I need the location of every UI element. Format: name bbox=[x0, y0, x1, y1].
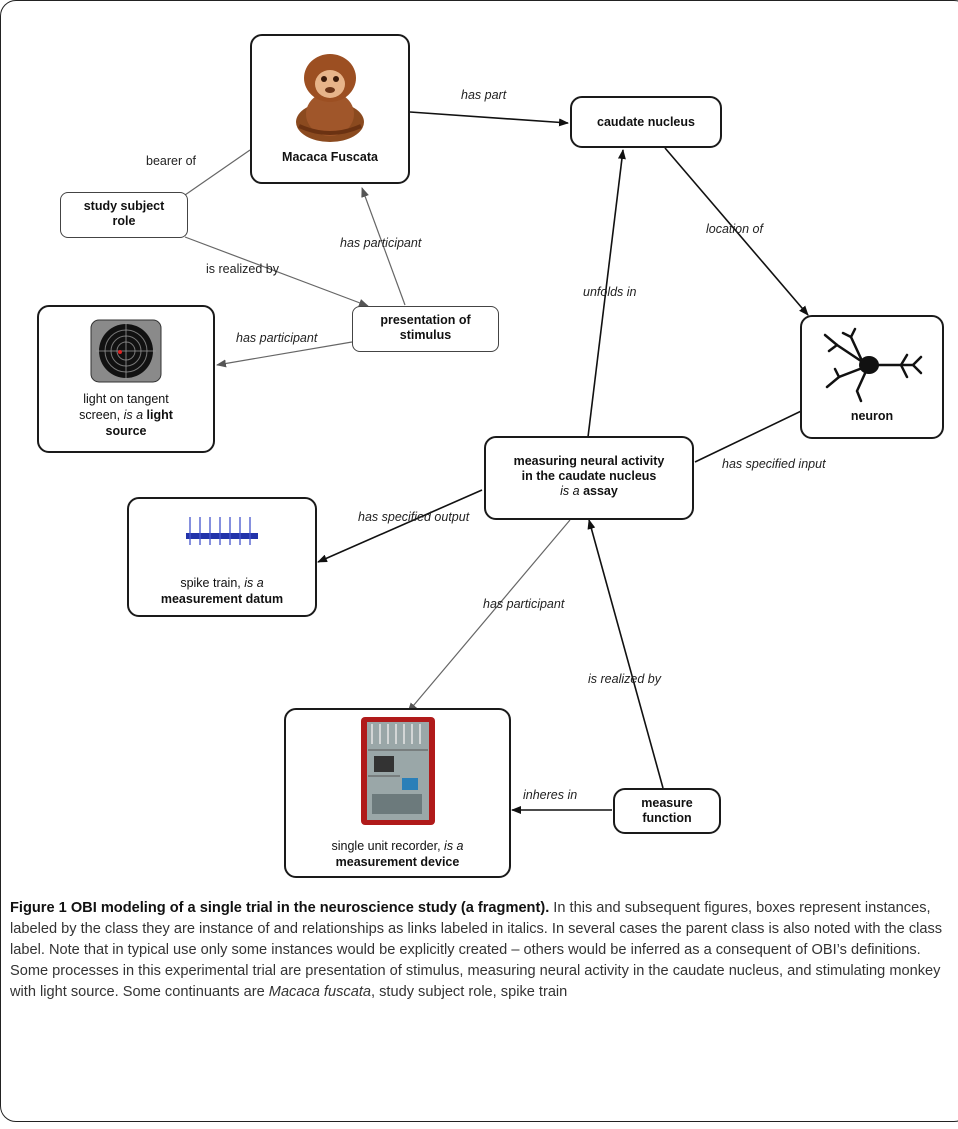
node-measure-function: measure function bbox=[613, 788, 721, 834]
macaca-label: Macaca Fuscata bbox=[282, 150, 378, 164]
spike-train-image bbox=[186, 517, 258, 545]
recorder-line1-italic: is a bbox=[444, 839, 464, 853]
light-line2-bold: light bbox=[146, 408, 173, 422]
edge-has-participant-macaca bbox=[361, 187, 406, 306]
spike-line1-italic: is a bbox=[244, 576, 264, 590]
node-single-unit-recorder: single unit recorder, is a measurement d… bbox=[284, 708, 511, 878]
edge-label-is-realized-by-function: is realized by bbox=[588, 672, 661, 686]
edge-label-has-participant-macaca: has participant bbox=[340, 236, 422, 250]
edge-label-is-realized-by-role: is realized by bbox=[206, 262, 279, 276]
edge-location-of bbox=[664, 147, 809, 316]
edge-is-realized-by-function bbox=[587, 519, 664, 789]
caption-body-2: , study subject role, spike train bbox=[371, 984, 568, 1000]
recorder-line1-prefix: single unit recorder, bbox=[331, 839, 445, 853]
edge-label-inheres-in: inheres in bbox=[523, 788, 578, 802]
role-label-line2: role bbox=[112, 214, 136, 228]
stimulus-label-line2: stimulus bbox=[399, 328, 452, 342]
light-line1: light on tangent bbox=[83, 392, 169, 406]
caption-body-1: In this and subsequent figures, boxes re… bbox=[10, 900, 943, 1000]
diagram-canvas bbox=[184, 111, 821, 814]
monkey-image bbox=[296, 54, 364, 142]
node-neuron: neuron bbox=[800, 315, 944, 439]
neuron-label: neuron bbox=[850, 409, 894, 423]
function-line2: function bbox=[642, 811, 692, 825]
assay-line1: measuring neural activity bbox=[513, 454, 665, 468]
recorder-line2: measurement device bbox=[335, 855, 460, 869]
edge-label-unfolds-in: unfolds in bbox=[583, 285, 637, 299]
edge-has-specified-output bbox=[317, 489, 483, 563]
node-macaca-fuscata: Macaca Fuscata bbox=[250, 34, 410, 184]
edge-label-has-specified-output: has specified output bbox=[358, 510, 470, 524]
light-line2-prefix: screen, bbox=[79, 408, 124, 422]
light-line3: source bbox=[105, 424, 147, 438]
spike-line2: measurement datum bbox=[160, 592, 284, 606]
edge-label-location-of: location of bbox=[706, 222, 763, 236]
edge-has-participant-recorder bbox=[407, 519, 571, 713]
spike-line1-prefix: spike train, bbox=[180, 576, 245, 590]
assay-line2: in the caudate nucleus bbox=[521, 469, 657, 483]
node-spike-train: spike train, is a measurement datum bbox=[127, 497, 317, 617]
node-measuring-assay: measuring neural activity in the caudate… bbox=[484, 436, 694, 520]
tangent-screen-image bbox=[90, 319, 162, 383]
edge-label-has-participant-recorder: has participant bbox=[483, 597, 565, 611]
edge-bearer-of bbox=[184, 149, 251, 196]
assay-line3-bold: assay bbox=[583, 484, 618, 498]
edge-label-has-participant-light: has participant bbox=[236, 331, 318, 345]
node-presentation-of-stimulus: presentation of stimulus bbox=[352, 306, 499, 352]
figure-caption: Figure 1 OBI modeling of a single trial … bbox=[10, 898, 948, 1003]
edge-has-part bbox=[409, 111, 569, 127]
node-light-source: light on tangent screen, is a light sour… bbox=[37, 305, 215, 453]
edge-has-participant-light bbox=[216, 341, 353, 368]
caption-italic-species: Macaca fuscata bbox=[268, 984, 371, 1000]
node-study-subject-role: study subject role bbox=[60, 192, 188, 238]
function-line1: measure bbox=[641, 796, 693, 810]
edge-label-has-part: has part bbox=[461, 88, 507, 102]
circuit-board-image bbox=[360, 717, 435, 825]
edge-label-bearer-of: bearer of bbox=[146, 154, 197, 168]
light-line2-italic: is a bbox=[123, 408, 144, 422]
role-label-line1: study subject bbox=[83, 199, 165, 213]
caption-title: Figure 1 OBI modeling of a single trial … bbox=[10, 900, 550, 916]
assay-line3-italic: is a bbox=[560, 484, 580, 498]
edge-label-has-specified-input: has specified input bbox=[722, 457, 826, 471]
caudate-label: caudate nucleus bbox=[597, 115, 695, 129]
neuron-image bbox=[823, 327, 923, 403]
edge-unfolds-in bbox=[587, 149, 626, 438]
edge-has-specified-input bbox=[694, 401, 821, 463]
edge-is-realized-by-role bbox=[184, 236, 369, 307]
stimulus-label-line1: presentation of bbox=[380, 313, 471, 327]
node-caudate-nucleus: caudate nucleus bbox=[570, 96, 722, 148]
